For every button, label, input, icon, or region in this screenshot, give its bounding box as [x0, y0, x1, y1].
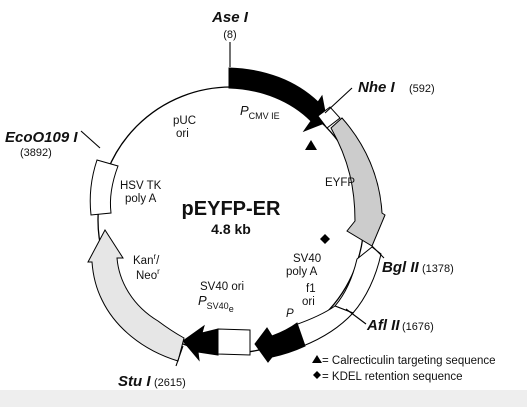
site-nhe-label: Nhe I	[358, 79, 396, 96]
site-stu-position: (2615)	[154, 377, 186, 389]
nhe-site-box	[317, 106, 341, 129]
legend-calreticulin-text: = Calrecticulin targeting sequence	[322, 355, 496, 367]
puc-ori-label-2: ori	[176, 128, 189, 140]
sv40-polya-label-2: poly A	[286, 266, 318, 278]
psv40e-label: PSV40e	[198, 293, 234, 314]
site-stu-label: Stu I	[118, 373, 151, 390]
hsv-tk-label-1: HSV TK	[120, 180, 162, 192]
site-ase-label: Ase I	[211, 9, 249, 26]
site-ase-position: (8)	[223, 29, 236, 41]
calreticulin-triangle-marker	[305, 140, 317, 150]
afl-pointer	[345, 308, 367, 325]
p-promoter-label: P	[286, 308, 294, 320]
site-afl-label: Afl II	[366, 317, 400, 334]
legend-diamond-icon	[313, 371, 321, 379]
site-bgl-position: (1378)	[422, 263, 454, 275]
hsv-tk-polya-box	[89, 159, 119, 216]
site-eco-position: (3892)	[20, 147, 52, 159]
bgl-pointer	[371, 245, 385, 259]
psv40e-promoter-arrow	[182, 324, 219, 362]
puc-ori-label-1: pUC	[173, 115, 196, 127]
kan-neo-label-1: Kanr/	[133, 252, 160, 267]
sv40-polya-box	[334, 246, 382, 314]
f1-ori-label-1: f1	[306, 283, 316, 295]
pcmv-label: PCMV IE	[240, 103, 280, 121]
pcmv-promoter-arrow	[228, 67, 328, 133]
stu-pointer	[175, 345, 184, 367]
sv40-ori-box	[217, 328, 251, 356]
plasmid-size: 4.8 kb	[211, 221, 251, 237]
site-nhe-position: (592)	[409, 83, 435, 95]
nhe-pointer	[324, 87, 353, 114]
eyfp-label: EYFP	[325, 177, 355, 189]
site-pointer-lines	[80, 42, 385, 367]
eyfp-arrow	[330, 117, 386, 247]
kan-neo-label-2: Neor	[136, 267, 160, 282]
eco-pointer	[80, 130, 101, 149]
sv40-ori-label: SV40 ori	[200, 281, 244, 293]
hsv-tk-label-2: poly A	[125, 193, 157, 205]
site-eco-label: EcoO109 I	[5, 129, 78, 146]
f1-ori-box	[294, 305, 354, 347]
site-afl-position: (1676)	[402, 321, 434, 333]
kan-neo-arrow	[87, 229, 185, 362]
plasmid-name: pEYFP-ER	[182, 198, 281, 220]
sv40-polya-label-1: SV40	[293, 253, 321, 265]
p-promoter-arrow	[254, 322, 306, 363]
legend-triangle-icon	[312, 355, 322, 363]
kdel-diamond-marker	[320, 234, 330, 244]
bottom-strip	[0, 390, 527, 407]
site-bgl-label: Bgl II	[382, 259, 420, 276]
f1-ori-label-2: ori	[302, 296, 315, 308]
legend-kdel-text: = KDEL retention sequence	[322, 371, 463, 383]
